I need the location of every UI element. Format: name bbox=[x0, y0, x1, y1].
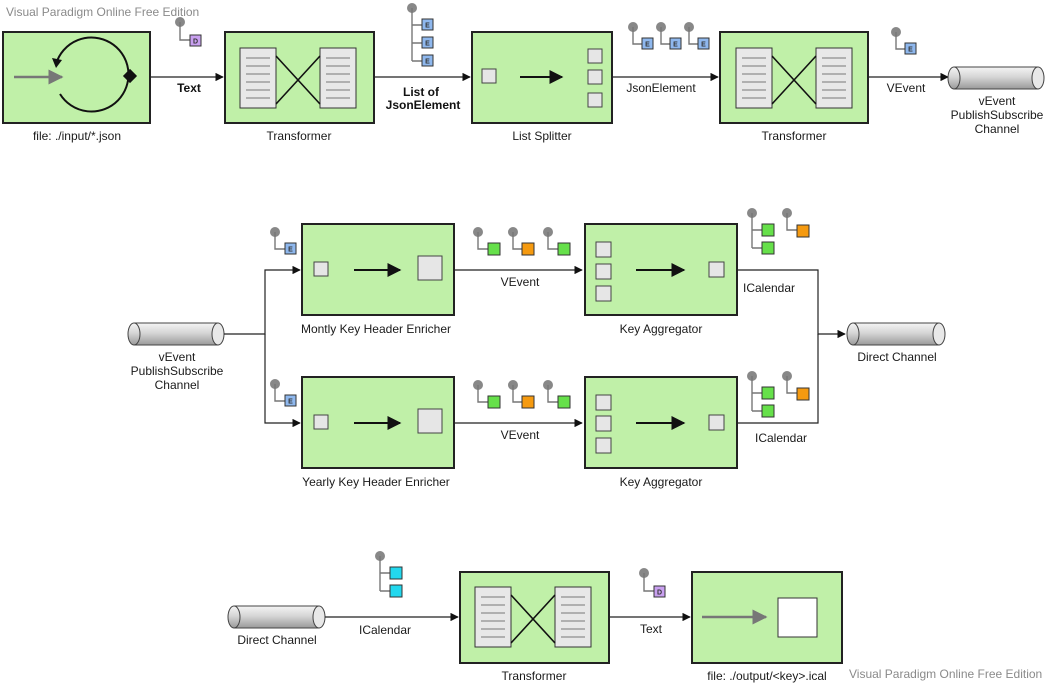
message-icons-aggregator-top bbox=[747, 208, 810, 255]
wire-to-monthly-enricher bbox=[224, 265, 301, 335]
badge-e: E bbox=[425, 23, 430, 30]
list-splitter[interactable] bbox=[471, 31, 613, 124]
message-e-icon-group: E E E bbox=[628, 22, 710, 50]
edge-label-vevent-bottom: VEvent bbox=[501, 428, 540, 442]
key-aggregator-top[interactable] bbox=[584, 223, 738, 316]
message-d-icon: D bbox=[175, 17, 202, 47]
pubsub-channel-2-line1: vEvent bbox=[159, 350, 196, 364]
message-mixed-icons-bottom bbox=[473, 380, 571, 409]
key-aggregator-bottom[interactable] bbox=[584, 376, 738, 469]
yearly-enricher-label: Yearly Key Header Enricher bbox=[302, 475, 450, 489]
badge-e: E bbox=[425, 41, 430, 48]
pubsub-channel-1-line1: vEvent bbox=[979, 94, 1016, 108]
transformer-3[interactable] bbox=[459, 571, 610, 664]
badge-e: E bbox=[673, 42, 678, 49]
message-list-icon: E E E bbox=[407, 3, 434, 67]
edge-label-icalendar-top: ICalendar bbox=[743, 281, 795, 295]
pubsub-channel-pipe-1[interactable] bbox=[947, 66, 1045, 90]
pubsub-channel-2-line2: PublishSubscribe bbox=[131, 364, 224, 378]
badge-e: E bbox=[701, 42, 706, 49]
direct-channel-pipe-1[interactable] bbox=[846, 322, 946, 346]
badge-e: E bbox=[425, 59, 430, 66]
yearly-key-header-enricher[interactable] bbox=[301, 376, 455, 469]
pubsub-channel-1-line2: PublishSubscribe bbox=[951, 108, 1044, 122]
transformer-2[interactable] bbox=[719, 31, 869, 124]
list-splitter-label: List Splitter bbox=[512, 129, 571, 143]
edge-label-text: Text bbox=[177, 81, 201, 95]
direct-channel-1-label: Direct Channel bbox=[857, 350, 936, 364]
direct-channel-pipe-2[interactable] bbox=[227, 605, 326, 629]
transformer-2-label: Transformer bbox=[762, 129, 827, 143]
message-e-icon-enricher-top: E bbox=[270, 227, 297, 255]
edge-label-list-line2: JsonElement bbox=[386, 98, 461, 112]
key-aggregator-top-label: Key Aggregator bbox=[620, 322, 703, 336]
badge-e: E bbox=[288, 399, 293, 406]
edge-label-list-line1: List of bbox=[403, 85, 440, 99]
outbound-file-adapter[interactable] bbox=[691, 571, 843, 664]
watermark-top: Visual Paradigm Online Free Edition bbox=[6, 5, 199, 19]
wire-icalendar-top bbox=[737, 269, 846, 339]
badge-e: E bbox=[288, 247, 293, 254]
pubsub-channel-2-line3: Channel bbox=[155, 378, 200, 392]
monthly-enricher-label: Montly Key Header Enricher bbox=[301, 322, 451, 336]
edge-label-jsonelement: JsonElement bbox=[626, 81, 696, 95]
edge-label-icalendar-row3: ICalendar bbox=[359, 623, 411, 637]
badge-d: D bbox=[193, 39, 198, 46]
edge-label-vevent: VEvent bbox=[887, 81, 926, 95]
wire-icalendar-bottom bbox=[737, 334, 819, 424]
pubsub-channel-pipe-2[interactable] bbox=[127, 322, 225, 346]
badge-e: E bbox=[645, 42, 650, 49]
inbound-file-label: file: ./input/*.json bbox=[33, 129, 121, 143]
key-aggregator-bottom-label: Key Aggregator bbox=[620, 475, 703, 489]
transformer-1-label: Transformer bbox=[267, 129, 332, 143]
message-icons-aggregator-bottom bbox=[747, 371, 810, 418]
wire-to-yearly-enricher bbox=[264, 334, 301, 428]
badge-e: E bbox=[908, 47, 913, 54]
direct-channel-2-label: Direct Channel bbox=[237, 633, 316, 647]
transformer-3-label: Transformer bbox=[502, 669, 567, 683]
watermark-bottom: Visual Paradigm Online Free Edition bbox=[849, 667, 1042, 681]
edge-label-vevent-top: VEvent bbox=[501, 275, 540, 289]
edge-label-text-row3: Text bbox=[640, 622, 663, 636]
message-d-icon-row3: D bbox=[639, 568, 666, 598]
inbound-file-adapter[interactable] bbox=[2, 31, 151, 124]
transformer-1[interactable] bbox=[224, 31, 375, 124]
edge-label-icalendar-bottom: ICalendar bbox=[755, 431, 807, 445]
message-cyan-icons bbox=[375, 551, 403, 598]
outbound-file-label: file: ./output/<key>.ical bbox=[707, 669, 826, 683]
pubsub-channel-1-line3: Channel bbox=[975, 122, 1020, 136]
message-mixed-icons-top bbox=[473, 227, 571, 256]
message-e-icon: E bbox=[891, 27, 917, 55]
message-e-icon-enricher-bottom: E bbox=[270, 379, 297, 407]
monthly-key-header-enricher[interactable] bbox=[301, 223, 455, 316]
badge-d: D bbox=[657, 590, 662, 597]
